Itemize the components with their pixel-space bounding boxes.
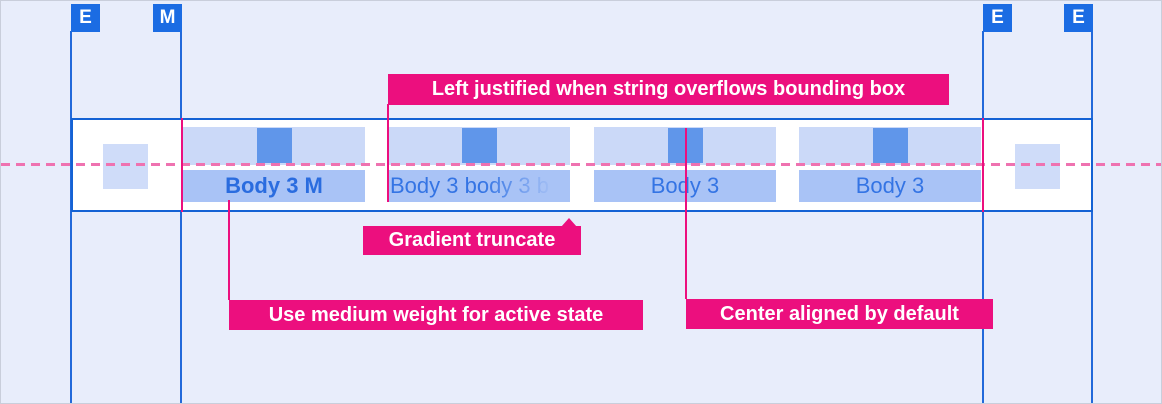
annotation-text: Left justified when string overflows bou…: [431, 78, 906, 100]
guide-marker-label: E: [1072, 7, 1085, 28]
annotation-line-tab-left-edge: [181, 118, 183, 212]
tab-label-default: Body 3: [799, 170, 981, 202]
tab-label-overflow: Body 3 body 3 b: [388, 170, 570, 202]
annotation-line-medium-weight: [228, 200, 230, 300]
spacing-indicator-right: [1015, 144, 1060, 189]
guide-marker-e-left: E: [71, 4, 100, 32]
annotation-text: Use medium weight for active state: [268, 303, 604, 326]
gradient-truncate-overlay: [482, 170, 570, 202]
annotation-active-banner: Use medium weight for active state: [229, 300, 643, 330]
tab-label-active: Body 3 M: [183, 170, 365, 202]
tab-item-default-2: Body 3: [799, 118, 981, 212]
guide-marker-label: E: [991, 7, 1004, 28]
guide-marker-label: E: [79, 7, 92, 28]
spacing-indicator-left: [103, 144, 148, 189]
center-dashed-line: [1, 163, 1161, 166]
guide-marker-m: M: [153, 4, 182, 32]
guide-marker-e-right-outer: E: [1064, 4, 1093, 32]
annotation-center-banner: Center aligned by default: [686, 299, 993, 329]
annotation-overflow-banner: Left justified when string overflows bou…: [388, 74, 949, 105]
tab-icon-placeholder: [256, 128, 292, 163]
annotation-line-center-aligned: [685, 128, 687, 299]
annotation-truncate-banner: Gradient truncate: [363, 218, 581, 255]
annotation-text: Gradient truncate: [388, 229, 556, 251]
annotation-line-left-justified: [387, 104, 389, 202]
guide-marker-e-right-inner: E: [983, 4, 1012, 32]
guide-marker-label: M: [159, 7, 176, 28]
guide-line-edge-right-inner: [982, 31, 984, 403]
pointer-triangle-icon: [561, 218, 577, 227]
guide-line-edge-right-outer: [1091, 31, 1093, 403]
tab-item-active: Body 3 M: [183, 118, 365, 212]
annotation-text: Center aligned by default: [720, 302, 959, 325]
annotation-line-tab-right-edge: [982, 118, 984, 212]
tab-item-overflow: Body 3 body 3 b: [388, 118, 570, 212]
guide-line-margin-left: [180, 31, 182, 403]
tab-icon-placeholder: [872, 128, 908, 163]
guide-line-edge-left: [70, 31, 72, 403]
tab-icon-placeholder: [461, 128, 497, 163]
